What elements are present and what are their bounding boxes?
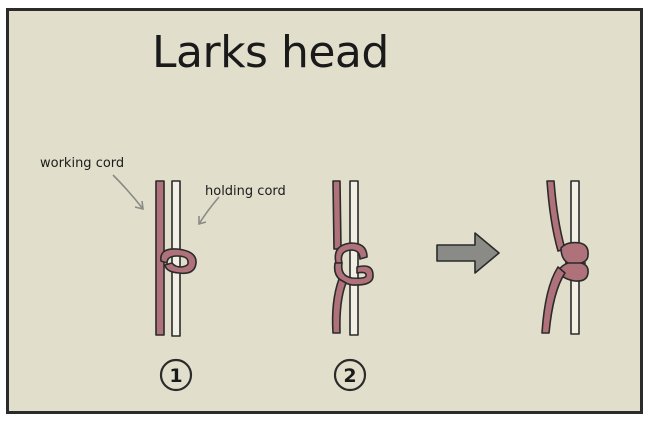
step-1-badge: 1	[159, 358, 193, 392]
step-2-number: 2	[343, 365, 356, 387]
right-arrow-icon	[436, 232, 500, 274]
final-knot-illustration	[541, 180, 589, 335]
holding-cord-pointer-icon	[198, 196, 220, 226]
final-working-cord-upper	[546, 180, 566, 252]
step-1-number: 1	[169, 365, 182, 387]
step-2-upper-loop	[334, 242, 368, 264]
diagram-frame: Larks head working cord holding cord	[6, 8, 643, 414]
step-1-holding-cord	[171, 180, 181, 337]
step-1-illustration	[155, 180, 197, 337]
step-2-badge: 2	[333, 358, 367, 392]
step-2-illustration	[331, 180, 374, 336]
working-cord-label: working cord	[40, 156, 125, 171]
step-2-holding-cord	[349, 180, 359, 336]
final-working-cord-lower	[541, 266, 566, 334]
holding-cord-label: holding cord	[205, 184, 286, 199]
final-knot-wraps	[557, 241, 589, 282]
working-cord-pointer-icon	[112, 174, 144, 211]
larks-head-diagram: 1 2	[112, 174, 589, 392]
page-title: Larks head	[152, 27, 389, 78]
step-2-working-tail	[331, 278, 347, 334]
step-1-loop	[160, 248, 197, 275]
step-2-working-cord	[332, 180, 342, 250]
step-2-lower-loop	[333, 262, 374, 286]
